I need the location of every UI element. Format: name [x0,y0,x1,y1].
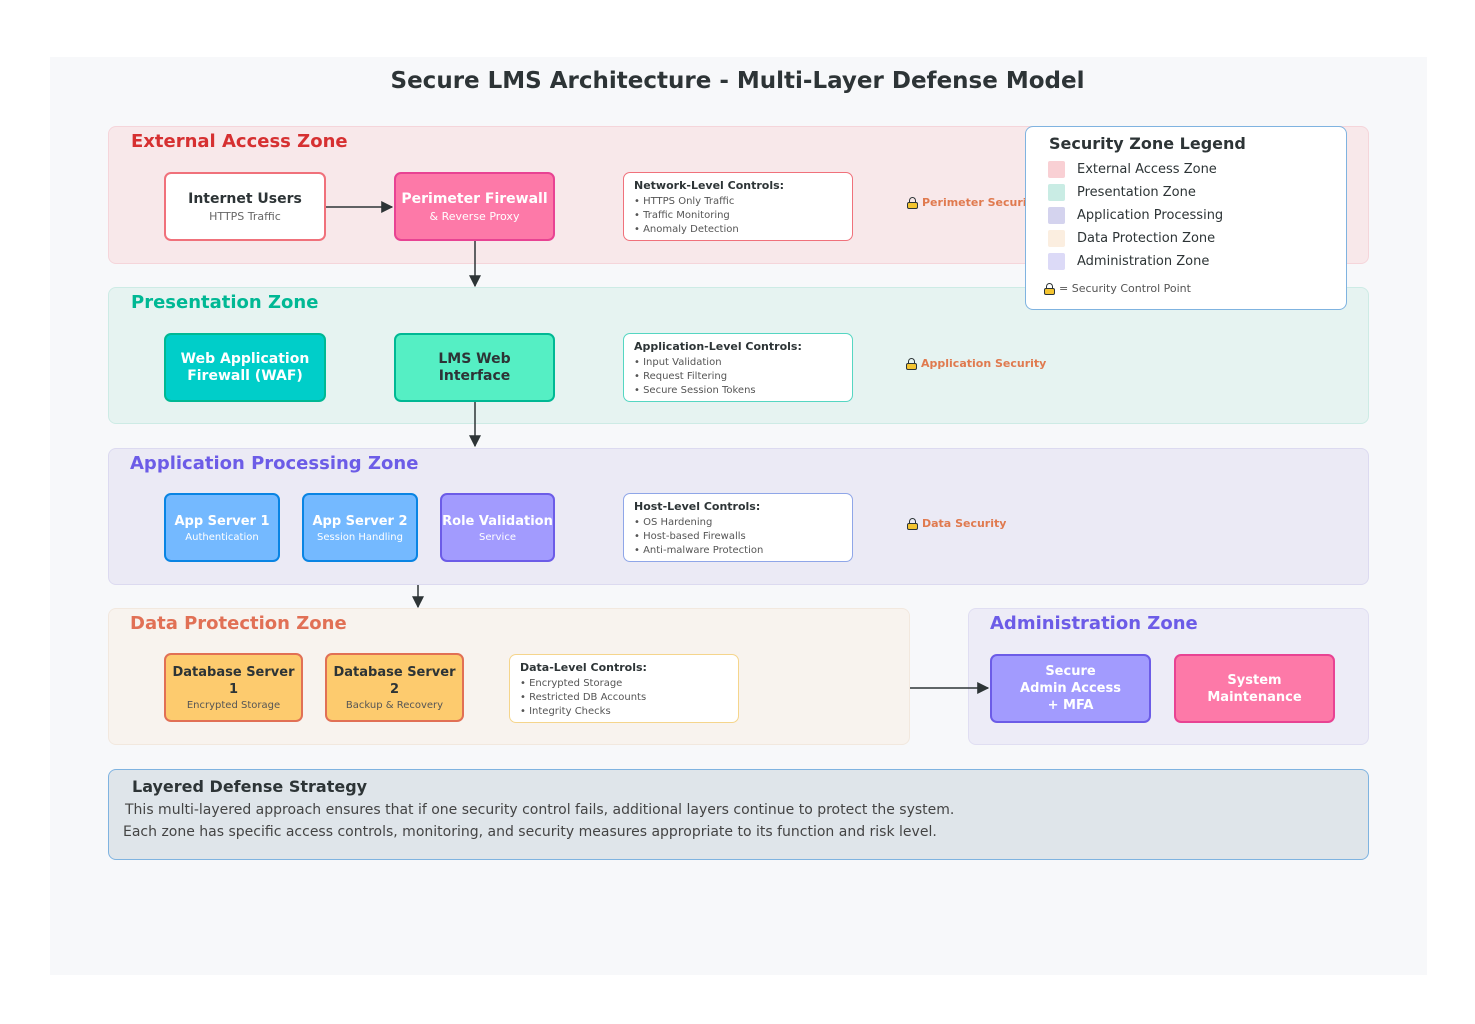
security-point-application: Application Security [906,357,1046,370]
node-subtitle: HTTPS Traffic [209,209,281,223]
node-title: Internet Users [188,190,302,207]
role-validation-node[interactable]: Role Validation Service [440,493,555,562]
legend-label: Presentation Zone [1077,185,1196,200]
controls-item: • HTTPS Only Traffic [634,196,735,207]
controls-item: • Anomaly Detection [634,224,739,235]
node-title: Database Server 1 [172,665,295,697]
controls-item: • Integrity Checks [520,706,611,717]
zone-title-admin: Administration Zone [990,613,1198,634]
legend-swatch [1048,184,1065,201]
node-title: LMS Web Interface [438,350,511,384]
legend-swatch [1048,230,1065,247]
waf-node[interactable]: Web Application Firewall (WAF) [164,333,326,402]
node-title: App Server 2 [312,513,408,529]
node-subtitle: Authentication [185,531,259,543]
zone-title-application: Application Processing Zone [130,453,419,474]
legend-label: Application Processing [1077,208,1224,223]
node-subtitle: Encrypted Storage [186,700,281,711]
controls-item: • Host-based Firewalls [634,531,746,542]
application-controls-box: Application-Level Controls: • Input Vali… [623,333,853,402]
data-controls-box: Data-Level Controls: • Encrypted Storage… [509,654,739,723]
legend-title: Security Zone Legend [1049,134,1246,153]
zone-title-data: Data Protection Zone [130,613,347,634]
security-label: Perimeter Security [922,196,1025,209]
page-title: Secure LMS Architecture - Multi-Layer De… [390,68,1085,94]
legend-note-text: = Security Control Point [1059,282,1191,295]
lock-icon [907,517,918,530]
legend-item: Administration Zone [1048,253,1209,270]
security-point-perimeter: Perimeter Security [907,196,1025,209]
zone-title-presentation: Presentation Zone [131,292,319,313]
controls-item: • Anti-malware Protection [634,545,764,556]
controls-title: Application-Level Controls: [634,340,802,353]
security-label: Data Security [922,517,1007,530]
zone-title-external: External Access Zone [131,131,348,152]
legend-label: Administration Zone [1077,254,1210,269]
internet-users-node[interactable]: Internet Users HTTPS Traffic [164,172,326,241]
strategy-line-1: This multi-layered approach ensures that… [125,802,955,818]
controls-title: Host-Level Controls: [634,500,761,513]
database-server-1-node[interactable]: Database Server 1 Encrypted Storage [164,653,303,722]
node-subtitle: Service [479,531,516,543]
network-controls-box: Network-Level Controls: • HTTPS Only Tra… [623,172,853,241]
node-title: Web Application Firewall (WAF) [180,350,310,384]
legend-swatch [1048,161,1065,178]
system-maintenance-node[interactable]: System Maintenance [1174,654,1335,723]
controls-item: • Traffic Monitoring [634,210,730,221]
legend-swatch [1048,253,1065,270]
controls-item: • Encrypted Storage [520,678,623,689]
strategy-line-2: Each zone has specific access controls, … [123,824,937,840]
node-title: Perimeter Firewall [401,190,548,207]
security-label: Application Security [921,357,1047,370]
legend-item: External Access Zone [1048,161,1217,178]
controls-item: • Input Validation [634,357,722,368]
node-title: Database Server 2 [333,665,456,697]
controls-item: • Secure Session Tokens [634,385,756,396]
host-controls-box: Host-Level Controls: • OS Hardening • Ho… [623,493,853,562]
app-server-2-node[interactable]: App Server 2 Session Handling [302,493,418,562]
secure-admin-access-node[interactable]: Secure Admin Access + MFA [990,654,1151,723]
security-point-data: Data Security [907,517,1006,530]
database-server-2-node[interactable]: Database Server 2 Backup & Recovery [325,653,464,722]
legend-note: = Security Control Point [1044,282,1191,295]
controls-title: Data-Level Controls: [520,661,647,674]
controls-item: • Request Filtering [634,371,728,382]
strategy-title: Layered Defense Strategy [132,777,368,796]
legend-item: Presentation Zone [1048,184,1196,201]
node-subtitle: Session Handling [317,531,403,543]
legend-item: Application Processing [1048,207,1223,224]
legend-item: Data Protection Zone [1048,230,1215,247]
node-title: Role Validation [442,513,553,529]
perimeter-firewall-node[interactable]: Perimeter Firewall & Reverse Proxy [394,172,555,241]
app-server-1-node[interactable]: App Server 1 Authentication [164,493,280,562]
node-title: App Server 1 [174,513,270,529]
controls-item: • OS Hardening [634,517,713,528]
node-title: Secure Admin Access + MFA [1020,664,1121,713]
legend-swatch [1048,207,1065,224]
lock-icon [906,357,917,370]
legend-label: External Access Zone [1077,162,1217,177]
node-subtitle: & Reverse Proxy [429,209,520,223]
lock-icon [907,196,918,209]
lock-icon [1044,282,1055,295]
controls-title: Network-Level Controls: [634,179,785,192]
layered-defense-strategy: Layered Defense Strategy This multi-laye… [108,769,1369,860]
node-title: System Maintenance [1207,672,1302,705]
controls-item: • Restricted DB Accounts [520,692,647,703]
node-subtitle: Backup & Recovery [345,700,444,711]
lms-web-interface-node[interactable]: LMS Web Interface [394,333,555,402]
legend-label: Data Protection Zone [1077,231,1216,246]
security-zone-legend: Security Zone Legend External Access Zon… [1025,126,1347,310]
